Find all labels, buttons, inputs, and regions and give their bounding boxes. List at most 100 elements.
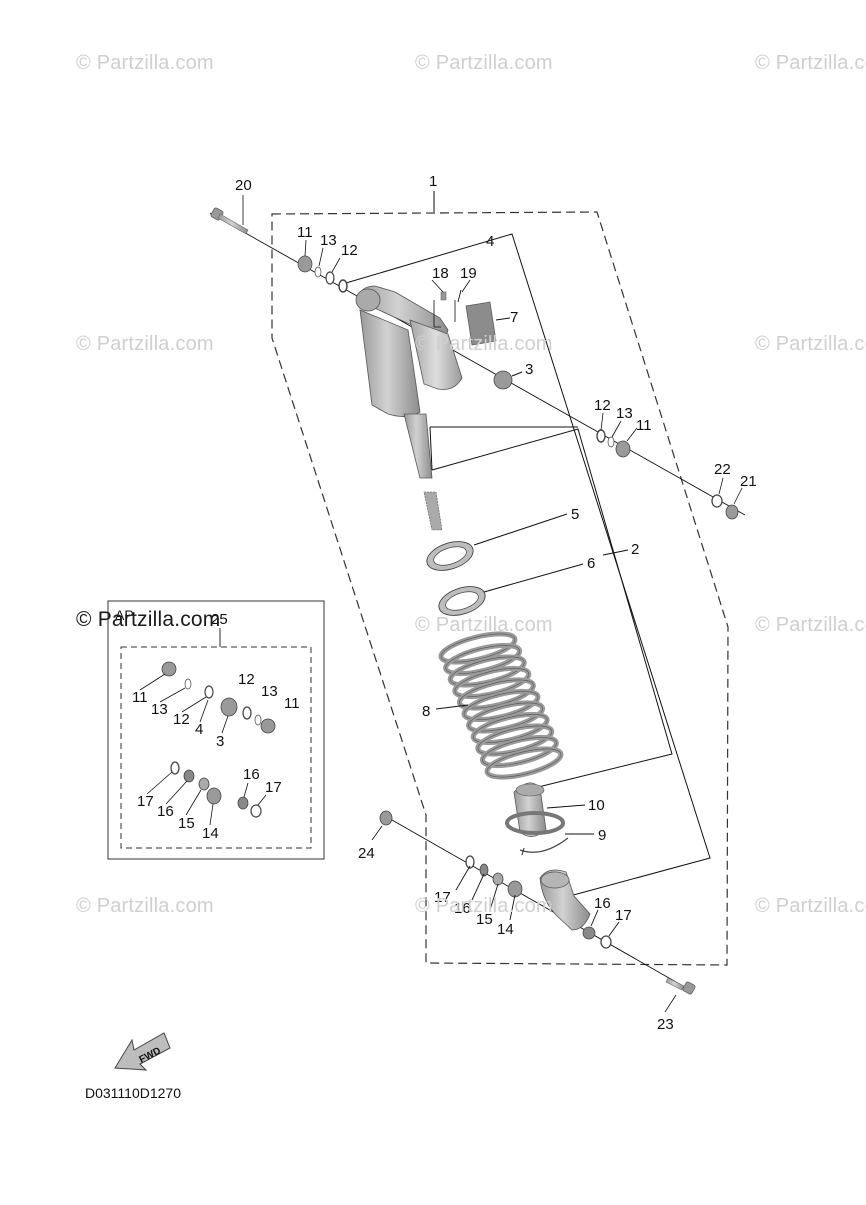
top-hardware-right [596,429,739,520]
callout-13b: 13 [616,405,633,422]
watermark-4: © Partzilla.com [76,333,214,355]
parts-18-19 [433,289,462,328]
leader-16a [471,873,485,901]
watermark-7: © Partzilla.com [415,614,553,636]
callout-22: 22 [714,461,731,478]
adjuster-ring-6 [426,541,474,571]
callout-12b: 12 [594,397,611,414]
axis-bottom [384,815,691,991]
watermark-3: © Partzilla.com [755,52,866,74]
assembly-dashed-outline [271,211,729,966]
leader-16b [590,909,599,927]
inset-leader-13 [159,687,186,703]
callout-1: 1 [429,173,437,190]
axis-top [209,212,746,516]
callout-9: 9 [598,827,606,844]
leader-6 [483,563,584,593]
leader-12b [600,412,604,431]
leader-14a [509,894,516,921]
bushing-3 [493,370,513,390]
inset-callout-13: 13 [151,701,168,718]
spring-coil-edge [472,714,548,743]
callout-13: 13 [320,232,337,249]
inset-callout-13b: 13 [261,683,278,700]
leader-3 [511,371,523,377]
callout-16b: 16 [594,895,611,912]
leader-19 [461,279,471,293]
spring-coil-edge [445,645,520,674]
callout-5: 5 [571,506,579,523]
callout-16: 16 [454,900,471,917]
inset-callout-3: 3 [216,733,224,750]
leader-13a [318,247,324,267]
spring-coil-edge [477,725,553,755]
leader-8 [435,704,469,710]
watermark-2: © Partzilla.com [415,52,553,74]
spring-coil-edge [486,748,562,778]
watermark-10: © Partzilla.com [415,895,553,917]
callout-17b: 17 [615,907,632,924]
callout-10: 10 [588,797,605,814]
callout-19: 19 [460,265,477,282]
leader-17b [608,921,620,937]
leader-18 [431,279,444,293]
inset-callout-11: 11 [132,689,148,706]
callout-25: 25 [211,611,228,628]
spring-coil-edge [459,679,534,709]
shock-body-4 [355,285,463,531]
callout-11b: 11 [636,417,652,434]
callout-6: 6 [587,555,595,572]
watermark-5: © Partzilla.com [415,333,553,355]
inset-callout-17b: 17 [265,779,282,796]
callout-11: 11 [297,224,313,241]
inset-leader-16 [165,780,188,805]
callout-7: 7 [510,309,518,326]
callout-17: 17 [434,889,451,906]
watermark-1: © Partzilla.com [76,52,214,74]
diagram-code: D031110D1270 [85,1085,181,1101]
inset-callout-17: 17 [137,793,154,810]
leader-10 [546,804,586,809]
spring-coil-edge [482,737,557,766]
locknut-2 [438,586,486,616]
spring-coil-edge [449,656,525,686]
watermark-9: © Partzilla.com [76,895,214,917]
fwd-arrow: FWD [114,1032,171,1071]
watermark-8: © Partzilla.com [755,614,866,636]
callout-20: 20 [235,177,252,194]
callout-23: 23 [657,1016,674,1033]
lower-eye [539,869,591,931]
top-hardware-left [297,255,348,293]
leader-22 [718,477,724,495]
leader-13b [611,420,622,438]
bracket-5-lead [429,426,433,471]
inset-leader-15 [185,789,202,816]
inset-leader-3 [221,715,229,734]
leader-21 [733,487,743,505]
inset-callout-16: 16 [157,803,174,820]
bracket-5 [431,428,673,793]
watermark-6: © Partzilla.com [755,333,866,355]
bolt-23 [665,977,696,995]
leader-5 [473,513,568,546]
watermark-11: © Partzilla.com [755,895,866,917]
label-sticker-7 [465,301,497,346]
leader-11b [626,427,638,442]
callout-15: 15 [476,911,493,928]
callout-18: 18 [432,265,449,282]
callout-4: 4 [486,233,494,250]
leader-17a [455,865,471,891]
leader-23 [664,994,677,1013]
inset-parts [161,661,276,818]
inset-callout-11b: 11 [284,695,300,712]
inset-leader-11 [139,673,166,691]
inset-callout-15: 15 [178,815,195,832]
inset-callout-16b: 16 [243,766,260,783]
spring-coil-edge [468,702,543,732]
callout-3: 3 [525,361,533,378]
callout-14: 14 [497,921,514,938]
inset-callout-14: 14 [202,825,219,842]
bracket-4 [345,233,711,898]
coil-spring-8 [438,631,564,780]
inset-leader-14 [209,803,214,826]
